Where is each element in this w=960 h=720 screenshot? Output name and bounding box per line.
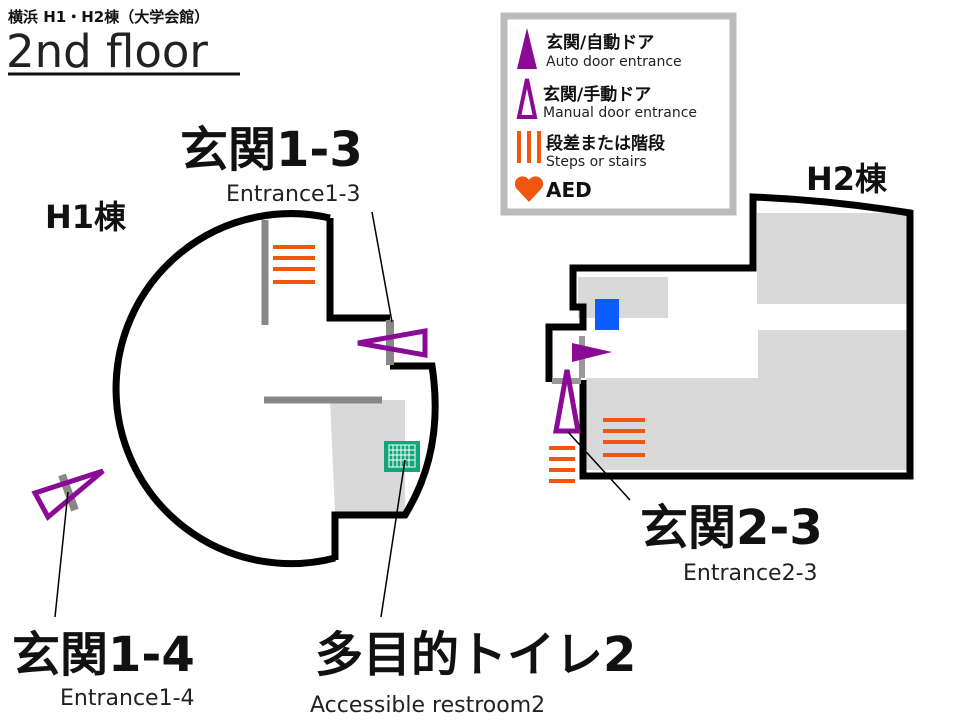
legend-auto-door-jp: 玄関/自動ドア: [546, 32, 654, 53]
auto-door-triangle-icon: [517, 28, 537, 69]
legend-manual-door-en: Manual door entrance: [543, 105, 697, 121]
h1-room: [330, 400, 405, 512]
h2-building-label: H2棟: [806, 160, 888, 198]
stairs-icon: [603, 418, 645, 457]
legend: 玄関/自動ドア Auto door entrance 玄関/手動ドア Manua…: [500, 12, 737, 216]
restroom-2-label-en: Accessible restroom2: [310, 693, 545, 718]
h2-room: [578, 277, 668, 318]
entrance-1-4-label-en: Entrance1-4: [60, 686, 195, 711]
h1-building-label: H1棟: [45, 198, 127, 236]
entrance-2-3-label: 玄関2-3: [640, 500, 823, 556]
auto-door-icon: [572, 343, 612, 362]
h2-wall: [545, 193, 914, 480]
door-gap-1-3: [386, 320, 394, 365]
manual-door-icon-1-4: [31, 468, 105, 521]
floor-title: 2nd floor: [6, 25, 208, 78]
h2-building: H2棟: [545, 160, 914, 483]
stairs-icon: [273, 245, 315, 284]
legend-stairs-en: Steps or stairs: [546, 154, 647, 170]
heart-icon: [514, 176, 544, 202]
building-subtitle: 横浜 H1・H2棟（大学会館）: [8, 8, 209, 26]
h1-wall-east: [331, 362, 439, 560]
stairs-icon: [549, 446, 575, 483]
entrance-1-3-label: 玄関1-3: [180, 122, 363, 178]
leader-lines: [54, 211, 631, 618]
h1-building: H1棟: [31, 198, 439, 568]
h1-circle-wall: [112, 210, 336, 568]
entrance-2-3-label-en: Entrance2-3: [683, 561, 818, 586]
manual-door-triangle-icon: [516, 78, 538, 119]
h1-wall-notch: [326, 218, 390, 322]
restroom-icon: [384, 441, 420, 472]
manual-door-icon-1-3: [357, 328, 428, 358]
entrance-1-3-label-en: Entrance1-3: [226, 182, 361, 207]
legend-stairs-jp: 段差または階段: [546, 133, 665, 154]
legend-box: [500, 12, 737, 216]
manual-door-icon-2-3: [553, 369, 581, 434]
restroom-2-label: 多目的トイレ2: [315, 627, 636, 683]
blue-room-marker: [595, 299, 619, 330]
h2-room: [757, 213, 907, 304]
entrance-1-4-label: 玄関1-4: [12, 627, 195, 683]
legend-aed: AED: [546, 178, 592, 202]
legend-auto-door-en: Auto door entrance: [546, 54, 682, 70]
stairs-icon: [517, 131, 541, 163]
h2-room: [758, 330, 907, 470]
legend-manual-door-jp: 玄関/手動ドア: [543, 84, 651, 105]
